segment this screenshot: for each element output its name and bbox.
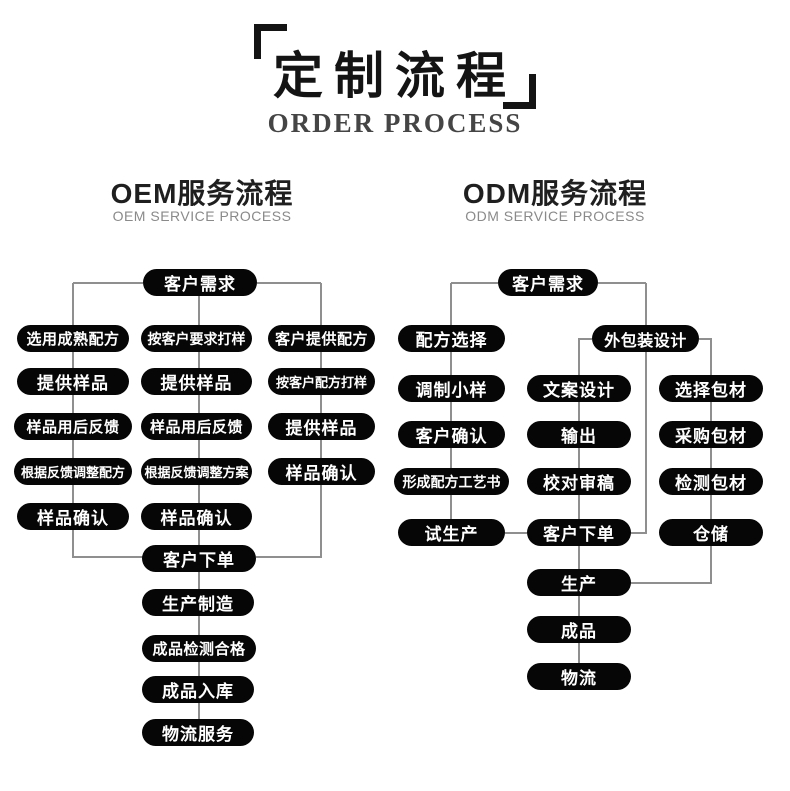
oem-node-sample-confirm-1: 样品确认 [17, 503, 129, 530]
odm-node-finished-product: 成品 [527, 616, 631, 643]
oem-node-warehouse-in: 成品入库 [142, 676, 254, 703]
oem-node-logistics: 物流服务 [142, 719, 254, 746]
odm-node-material-inspect: 检测包材 [659, 468, 763, 495]
odm-section-heading: ODM服务流程 [462, 178, 648, 209]
odm-node-storage: 仓储 [659, 519, 763, 546]
odm-node-customer-confirm: 客户确认 [398, 421, 505, 448]
odm-node-material-select: 选择包材 [659, 375, 763, 402]
oem-node-mature-formula: 选用成熟配方 [17, 325, 129, 352]
odm-node-material-purchase: 采购包材 [659, 421, 763, 448]
oem-node-sample-confirm-3: 样品确认 [268, 458, 375, 485]
oem-section-heading: OEM服务流程 [110, 178, 294, 209]
oem-node-customer-formula: 客户提供配方 [268, 325, 375, 352]
odm-node-logistics: 物流 [527, 663, 631, 690]
oem-node-provide-sample-3: 提供样品 [268, 413, 375, 440]
odm-node-customer-demand: 客户需求 [498, 269, 598, 296]
oem-node-usage-feedback-1: 样品用后反馈 [14, 413, 132, 440]
oem-node-customer-demand: 客户需求 [143, 269, 257, 296]
oem-node-customer-order: 客户下单 [142, 545, 256, 572]
oem-node-sample-confirm-2: 样品确认 [141, 503, 252, 530]
page-subtitle: ORDER PROCESS [267, 108, 523, 138]
odm-node-packaging-design: 外包装设计 [592, 325, 699, 352]
odm-node-formula-doc: 形成配方工艺书 [394, 468, 509, 495]
oem-node-qc-pass: 成品检测合格 [142, 635, 256, 662]
oem-node-production: 生产制造 [142, 589, 254, 616]
oem-section-subheading: OEM SERVICE PROCESS [112, 208, 292, 224]
oem-node-usage-feedback-2: 样品用后反馈 [141, 413, 252, 440]
oem-node-adjust-plan: 根据反馈调整方案 [141, 458, 252, 485]
oem-node-adjust-formula: 根据反馈调整配方 [14, 458, 132, 485]
oem-node-sample-by-formula: 按客户配方打样 [268, 368, 375, 395]
page-title: 定制流程 [273, 48, 517, 104]
odm-node-production: 生产 [527, 569, 631, 596]
odm-node-proofread: 校对审稿 [527, 468, 631, 495]
odm-node-formula-select: 配方选择 [398, 325, 505, 352]
corner-bracket-bottom-right-icon [503, 74, 536, 109]
odm-node-mix-sample: 调制小样 [398, 375, 505, 402]
odm-node-output: 输出 [527, 421, 631, 448]
corner-bracket-top-left-icon [254, 24, 287, 59]
oem-node-provide-sample-1: 提供样品 [17, 368, 129, 395]
oem-node-sample-by-request: 按客户要求打样 [141, 325, 252, 352]
odm-node-trial-production: 试生产 [398, 519, 505, 546]
odm-node-copy-design: 文案设计 [527, 375, 631, 402]
odm-node-customer-order: 客户下单 [527, 519, 631, 546]
oem-node-provide-sample-2: 提供样品 [141, 368, 252, 395]
odm-section-subheading: ODM SERVICE PROCESS [465, 208, 645, 224]
